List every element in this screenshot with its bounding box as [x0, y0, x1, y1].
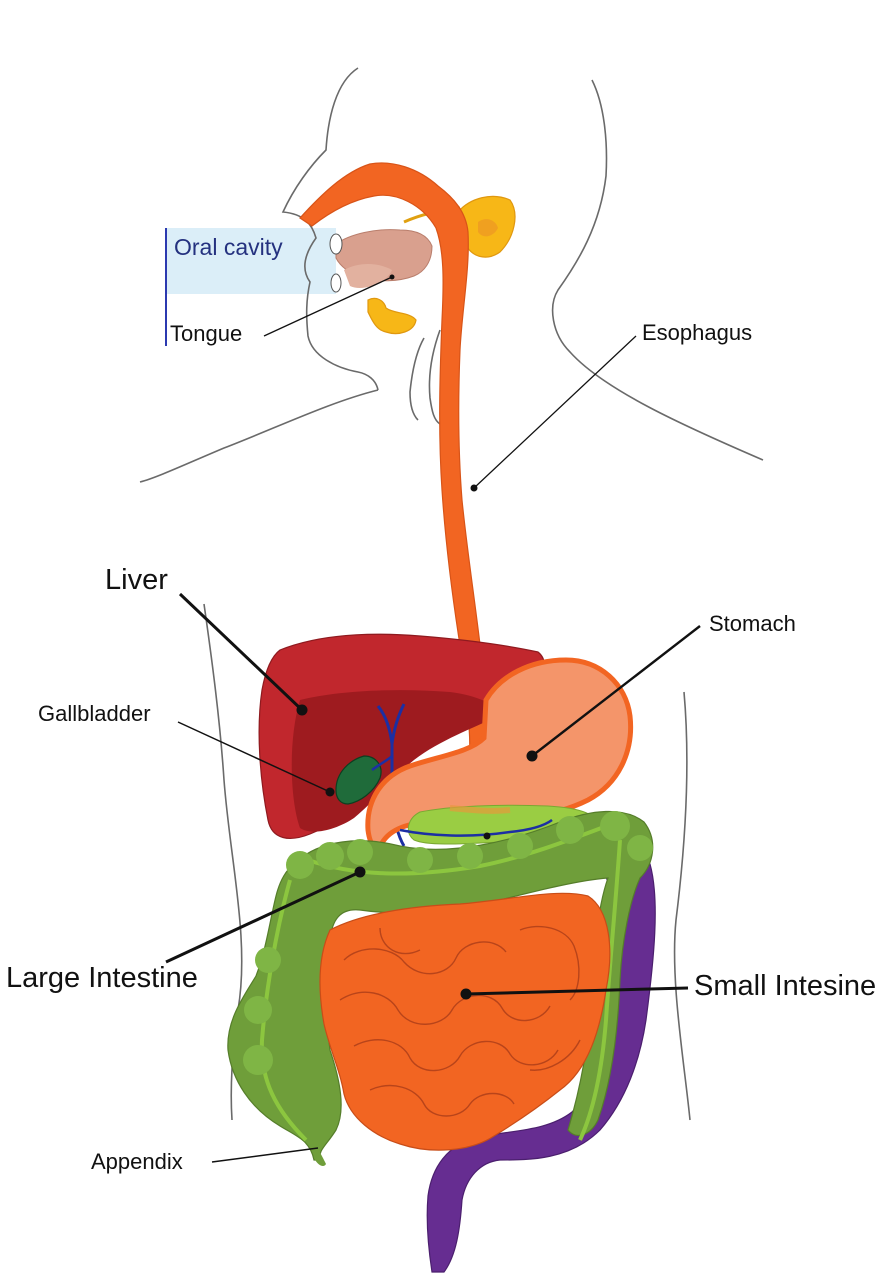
large-intestine-leader-line	[165, 870, 361, 964]
pancreas-point	[483, 832, 491, 840]
gallbladder-shape	[335, 703, 406, 847]
oral-cavity-highlight	[166, 228, 336, 294]
small-intestine-leader-line	[465, 986, 689, 996]
gallbladder-leader-line	[177, 721, 331, 793]
small-intestine-shape	[319, 892, 611, 1151]
leader-lines	[165, 276, 701, 1163]
liver-point	[296, 704, 308, 716]
tongue-label: Tongue	[170, 321, 243, 346]
liver-label: Liver	[105, 564, 168, 596]
tongue-shape	[329, 229, 433, 293]
tongue-point	[389, 274, 395, 280]
oral-cavity-label: Oral cavity	[174, 234, 283, 260]
appendix-leader-line	[211, 1147, 319, 1163]
stomach-label: Stomach	[709, 611, 796, 636]
small-intestine-label: Small Intesine	[694, 970, 877, 1002]
stomach-leader-line	[531, 625, 701, 757]
gallbladder-point	[325, 787, 335, 797]
stomach-point	[526, 750, 538, 762]
oral-cavity-bracket	[165, 228, 167, 346]
large-intestine-point	[354, 866, 366, 878]
large-intestine-label: Large Intestine	[6, 962, 198, 994]
esophagus-leader-line	[473, 335, 637, 489]
appendix-label: Appendix	[91, 1149, 183, 1174]
large-intestine-shape	[227, 810, 654, 1161]
esophagus-label: Esophagus	[642, 320, 753, 345]
tongue-leader-line	[263, 276, 393, 337]
esophagus-point	[470, 484, 478, 492]
small-intestine-point	[460, 988, 472, 1000]
liver-leader-line	[178, 592, 304, 712]
leader-dots	[296, 274, 538, 1000]
gallbladder-label: Gallbladder	[38, 701, 151, 726]
appendix-shape	[312, 1140, 326, 1166]
